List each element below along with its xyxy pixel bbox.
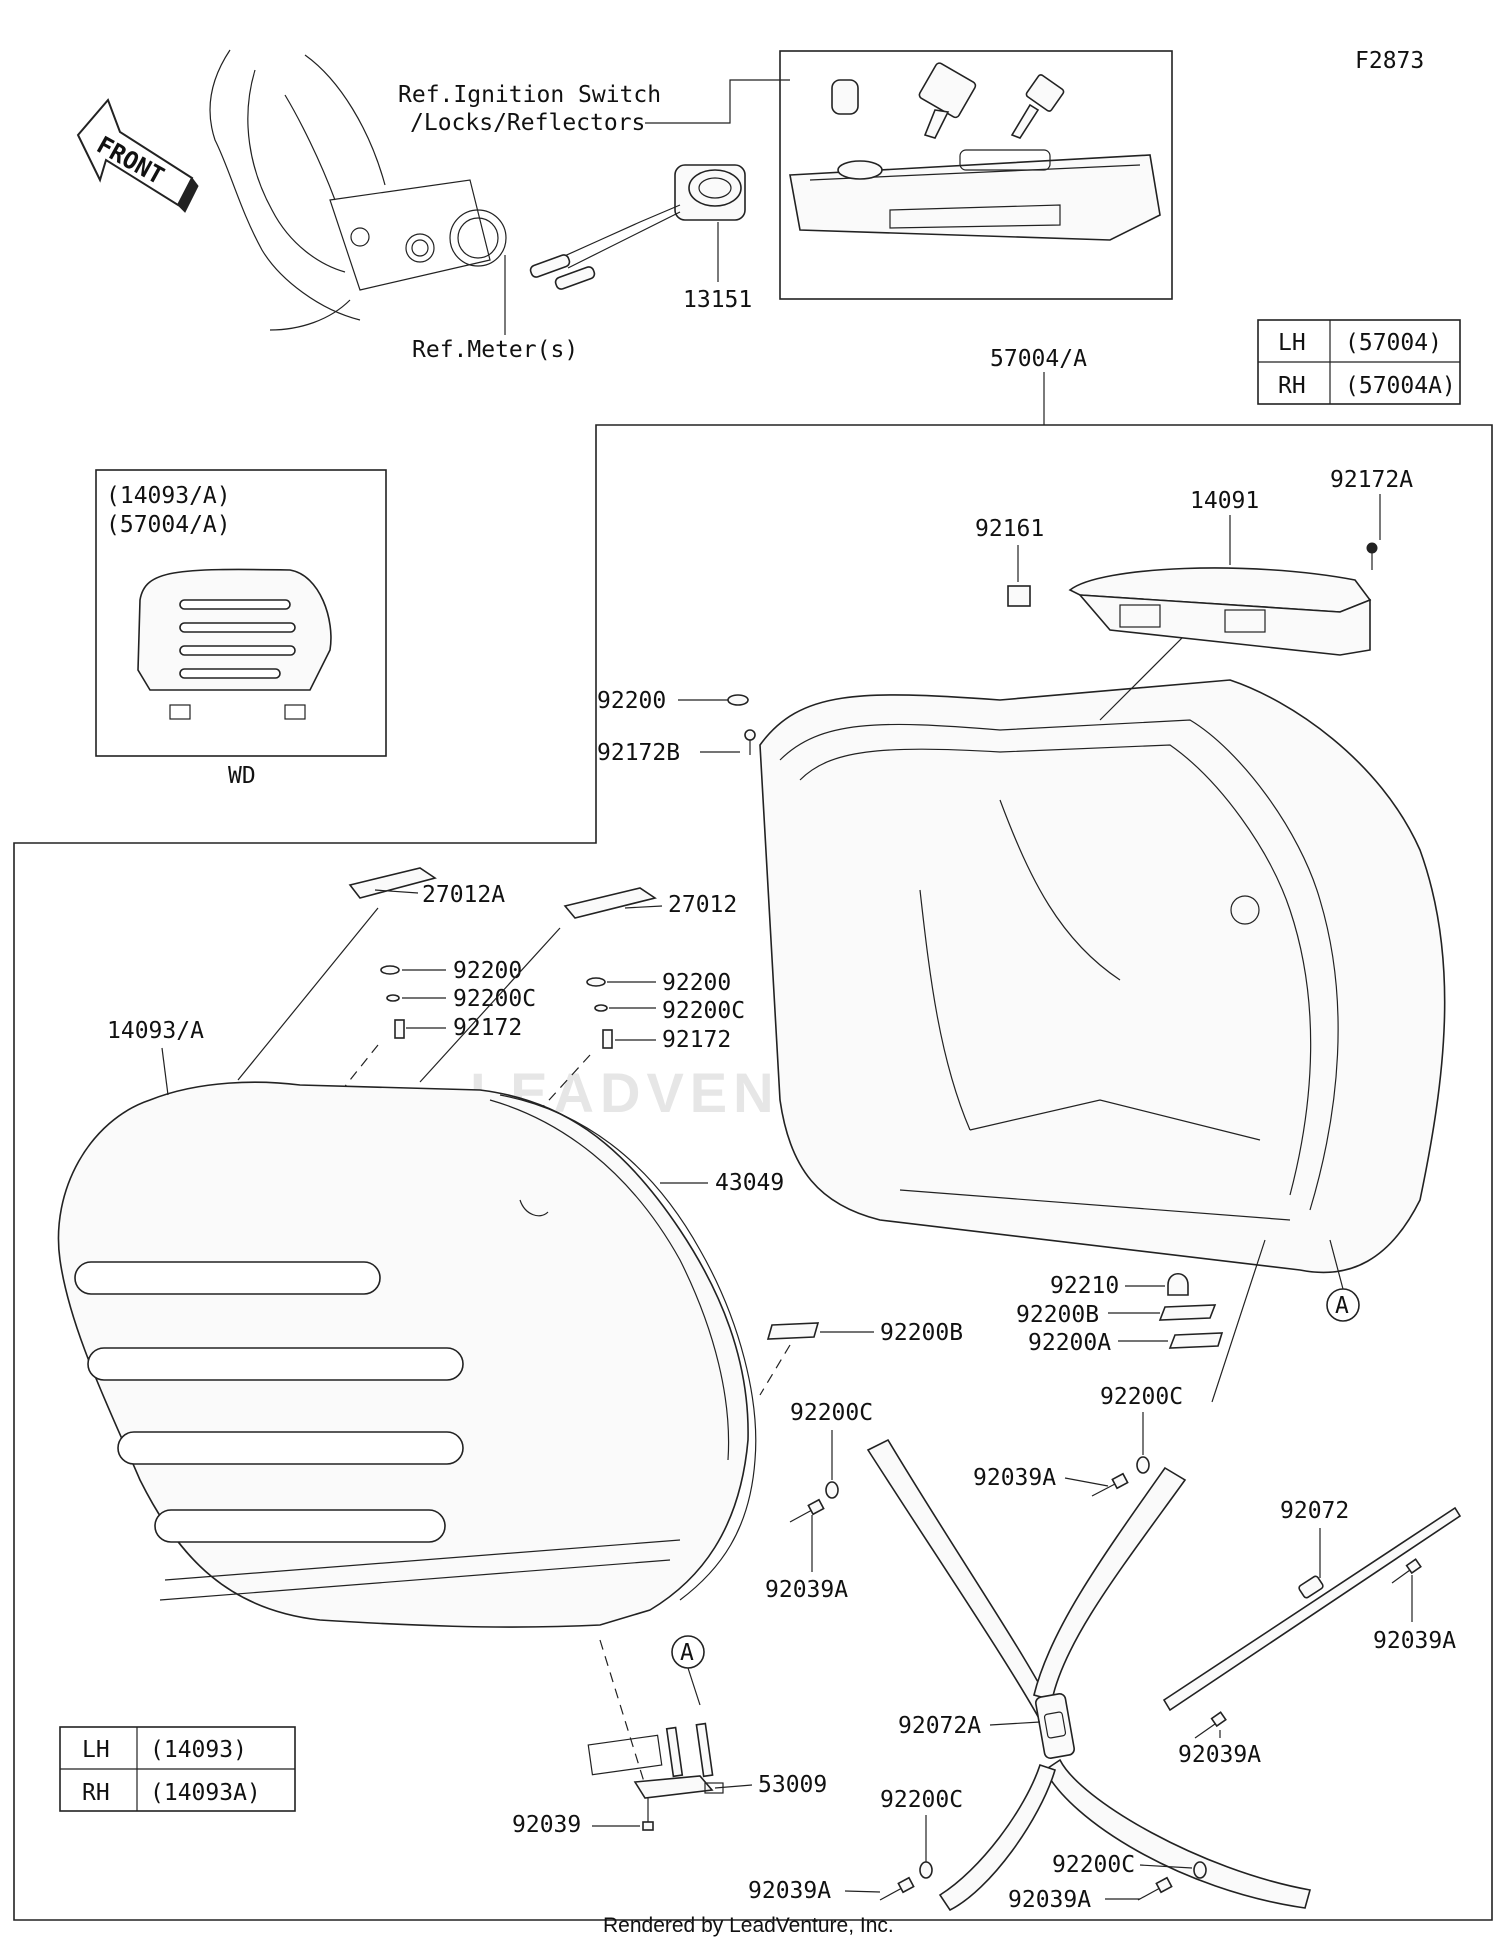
table-upper-part-1: (57004) bbox=[1345, 330, 1442, 356]
lock-assembly-box bbox=[779, 50, 1173, 300]
label-92200C-right: 92200C bbox=[662, 998, 745, 1024]
label-92200C-b: 92200C bbox=[1100, 1384, 1183, 1410]
label-27012: 27012 bbox=[668, 892, 737, 918]
label-92172B: 92172B bbox=[597, 740, 680, 766]
washer-92200-icon bbox=[727, 694, 749, 706]
washer-92200C-c-icon bbox=[919, 1861, 933, 1879]
label-57004A: 57004/A bbox=[990, 346, 1087, 372]
label-92039: 92039 bbox=[512, 1812, 581, 1838]
rivet-92039A-a-icon bbox=[789, 1498, 825, 1523]
label-92039A-c: 92039A bbox=[1373, 1628, 1456, 1654]
wd-inset-line1: (14093/A) bbox=[106, 483, 231, 509]
label-53009: 53009 bbox=[758, 1772, 827, 1798]
front-arrow-icon: FRONT bbox=[76, 98, 199, 213]
bracket-92200A-icon bbox=[1168, 1332, 1224, 1349]
wd-inset-line2: (57004/A) bbox=[106, 512, 231, 538]
diagram-code: F2873 bbox=[1355, 48, 1424, 74]
outer-lid-14093 bbox=[57, 1081, 757, 1776]
rivet-92039A-b-icon bbox=[1091, 1472, 1129, 1497]
label-14091: 14091 bbox=[1190, 488, 1259, 514]
wd-inset: (14093/A) (57004/A) WD bbox=[95, 469, 387, 789]
label-92072: 92072 bbox=[1280, 1498, 1349, 1524]
label-92039A-e: 92039A bbox=[748, 1878, 831, 1904]
label-92172-left: 92172 bbox=[453, 1015, 522, 1041]
label-92172-right: 92172 bbox=[662, 1027, 731, 1053]
label-92200B-left: 92200B bbox=[880, 1320, 963, 1346]
rivet-92039A-d-icon bbox=[1194, 1711, 1227, 1739]
inner-case-57004 bbox=[759, 619, 1446, 1274]
screw-92039-icon bbox=[642, 1798, 654, 1831]
footer-credit: Rendered by LeadVenture, Inc. bbox=[603, 1914, 894, 1937]
label-43049: 43049 bbox=[715, 1170, 784, 1196]
fastener-stack-right bbox=[586, 977, 613, 1049]
label-92200C-left: 92200C bbox=[453, 986, 536, 1012]
strap-92072A bbox=[866, 1438, 1312, 1912]
lock-key-set bbox=[789, 62, 1161, 241]
table-upper: LH (57004) RH (57004A) bbox=[1257, 319, 1461, 405]
power-socket-13151 bbox=[529, 164, 746, 290]
table-lower: LH (14093) RH (14093A) bbox=[59, 1726, 296, 1812]
wd-inset-caption: WD bbox=[228, 763, 256, 789]
label-92200C-a: 92200C bbox=[790, 1400, 873, 1426]
label-92200-right: 92200 bbox=[662, 970, 731, 996]
label-92161: 92161 bbox=[975, 516, 1044, 542]
dashboard-illustration bbox=[209, 49, 507, 331]
label-92200-left: 92200 bbox=[453, 958, 522, 984]
table-lower-side-2: RH bbox=[82, 1780, 110, 1806]
callout-A-lower-label: A bbox=[680, 1640, 694, 1666]
label-13151: 13151 bbox=[683, 287, 752, 313]
ref-meter: Ref.Meter(s) bbox=[412, 337, 578, 363]
label-92200B-right: 92200B bbox=[1016, 1302, 1099, 1328]
clip-92161-icon bbox=[1007, 585, 1031, 607]
washer-92200C-d-icon bbox=[1193, 1861, 1207, 1879]
label-14093A: 14093/A bbox=[107, 1018, 204, 1044]
hinge-53009-icon bbox=[633, 1722, 724, 1799]
label-92039A-d: 92039A bbox=[1178, 1742, 1261, 1768]
strap-92072 bbox=[1162, 1506, 1462, 1712]
table-upper-side-1: LH bbox=[1278, 330, 1306, 356]
label-92039A-f: 92039A bbox=[1008, 1887, 1091, 1913]
table-upper-side-2: RH bbox=[1278, 373, 1306, 399]
table-lower-part-2: (14093A) bbox=[150, 1780, 261, 1806]
callout-A-upper-label: A bbox=[1335, 1293, 1349, 1319]
label-92072A: 92072A bbox=[898, 1713, 981, 1739]
label-92172A: 92172A bbox=[1330, 467, 1413, 493]
label-92039A-a: 92039A bbox=[765, 1577, 848, 1603]
case-handle-14091 bbox=[1068, 567, 1372, 656]
screw-92172A-icon bbox=[1366, 542, 1378, 570]
clip-92210-icon bbox=[1167, 1272, 1189, 1296]
ref-ignition-line1: Ref.Ignition Switch bbox=[398, 82, 661, 108]
label-92200A: 92200A bbox=[1028, 1330, 1111, 1356]
bracket-27012A-icon bbox=[348, 867, 437, 899]
label-92200-top: 92200 bbox=[597, 688, 666, 714]
washer-92200C-b-icon bbox=[1136, 1456, 1150, 1474]
bracket-92200B-left-icon bbox=[766, 1322, 820, 1340]
screw-92172B-icon bbox=[744, 729, 756, 755]
ref-ignition-line2: /Locks/Reflectors bbox=[410, 110, 645, 136]
washer-92200C-a-icon bbox=[825, 1481, 839, 1499]
table-lower-side-1: LH bbox=[82, 1737, 110, 1763]
bracket-27012-icon bbox=[563, 887, 657, 919]
rivet-92039A-c-icon bbox=[1391, 1558, 1422, 1584]
rivet-92039A-e-icon bbox=[879, 1876, 915, 1901]
label-92039A-b: 92039A bbox=[973, 1465, 1056, 1491]
bracket-92200B-right-icon bbox=[1158, 1304, 1217, 1321]
table-upper-part-2: (57004A) bbox=[1345, 373, 1456, 399]
rivet-92039A-f-icon bbox=[1137, 1876, 1173, 1901]
case-assembly-frame bbox=[13, 424, 1493, 1921]
fastener-stack-left bbox=[380, 965, 405, 1039]
label-92210: 92210 bbox=[1050, 1273, 1119, 1299]
label-27012A: 27012A bbox=[422, 882, 505, 908]
label-92200C-c: 92200C bbox=[880, 1787, 963, 1813]
label-92200C-d: 92200C bbox=[1052, 1852, 1135, 1878]
table-lower-part-1: (14093) bbox=[150, 1737, 247, 1763]
